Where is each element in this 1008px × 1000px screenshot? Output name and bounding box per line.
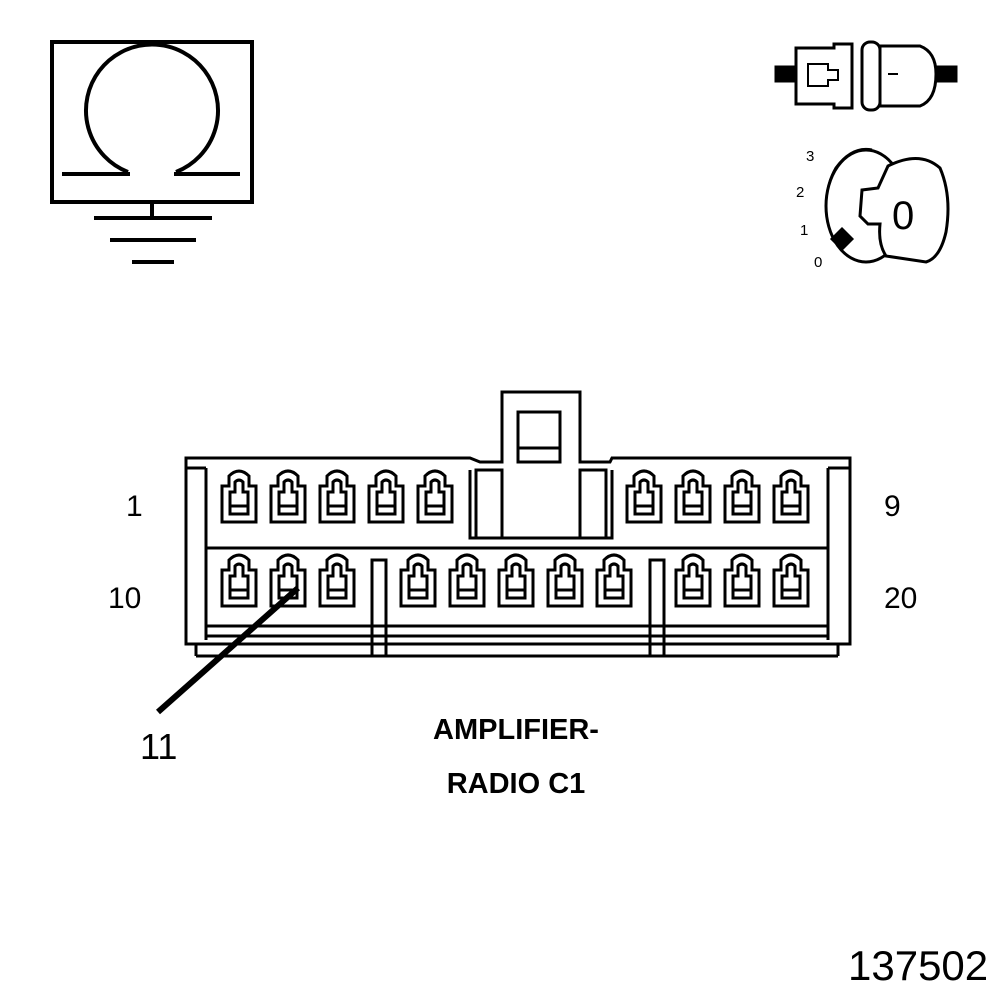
pin-terminal-4 xyxy=(367,469,405,524)
pin-terminal-5 xyxy=(416,469,454,524)
ignition-switch-icon xyxy=(824,147,950,264)
connector-housing xyxy=(184,390,852,658)
pin-terminal-15 xyxy=(497,553,535,608)
figure-number: 137502 xyxy=(848,942,989,989)
ohmmeter-icon xyxy=(50,40,254,264)
pin-terminal-8 xyxy=(723,469,761,524)
switch-position-1: 1 xyxy=(800,222,809,239)
callout-pin-label: 11 xyxy=(140,726,178,767)
connector-name-line2: RADIO C1 xyxy=(446,768,586,800)
pin-label-10: 10 xyxy=(108,582,142,615)
pin-terminal-20 xyxy=(772,553,810,608)
pin-terminal-9 xyxy=(772,469,810,524)
pin-terminal-3 xyxy=(318,469,356,524)
pin-terminal-19 xyxy=(723,553,761,608)
pin-row-bottom xyxy=(220,553,810,608)
key-position-label: 0 xyxy=(892,194,915,238)
callout-leader-line xyxy=(156,585,300,715)
pin-terminal-7 xyxy=(674,469,712,524)
pin-terminal-12 xyxy=(318,553,356,608)
connector-name-line1: AMPLIFIER- xyxy=(433,714,599,746)
pin-terminal-6 xyxy=(625,469,663,524)
pin-terminal-10 xyxy=(220,553,258,608)
pin-label-20: 20 xyxy=(884,582,918,615)
pin-label-9: 9 xyxy=(884,490,901,523)
pin-terminal-1 xyxy=(220,469,258,524)
pin-terminal-18 xyxy=(674,553,712,608)
switch-position-0: 0 xyxy=(814,254,823,271)
switch-position-2: 2 xyxy=(796,184,805,201)
pin-row-top xyxy=(220,469,810,524)
pin-terminal-14 xyxy=(448,553,486,608)
connector-plug-icon xyxy=(774,40,958,112)
pin-terminal-2 xyxy=(269,469,307,524)
pin-terminal-17 xyxy=(595,553,633,608)
pin-label-1: 1 xyxy=(126,490,143,523)
pin-terminal-13 xyxy=(399,553,437,608)
pin-terminal-16 xyxy=(546,553,584,608)
switch-position-3: 3 xyxy=(806,148,815,165)
